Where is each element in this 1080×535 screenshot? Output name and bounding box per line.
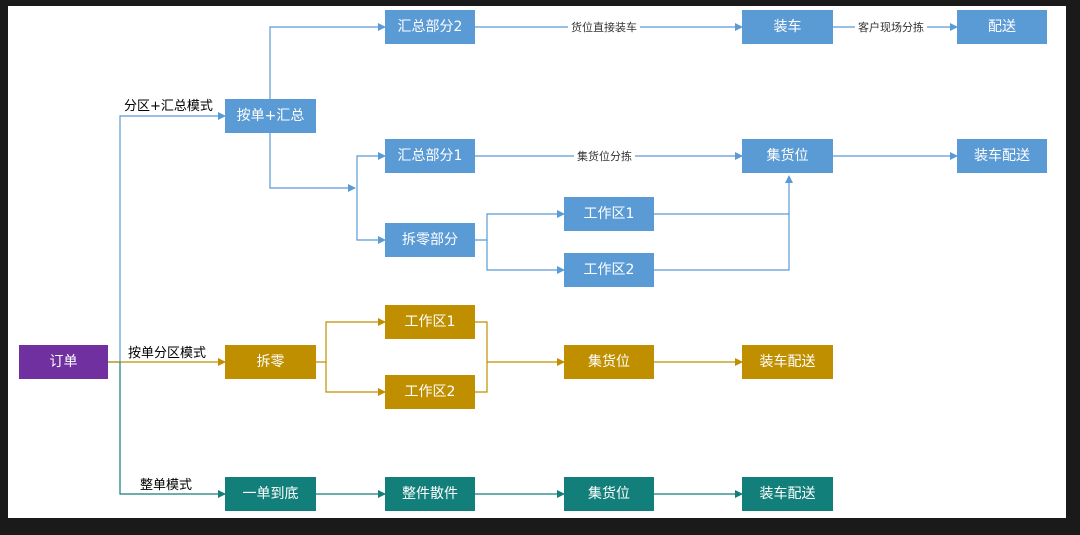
- pick-consolidate-node: 按单+汇总: [225, 99, 316, 133]
- workzone-1-node: 工作区1: [564, 197, 654, 231]
- whole-loose-node: 整件散件: [385, 477, 475, 511]
- load-deliver-node: 装车配送: [957, 139, 1047, 173]
- staging-node: 集货位: [564, 345, 654, 379]
- one-to-end-node: 一单到底: [225, 477, 316, 511]
- mode-label-zone-consolidate: 分区+汇总模式: [124, 99, 213, 114]
- flowchart-canvas: 分区+汇总模式 按单分区模式 整单模式 货位直接装车 客户现场分拣 集货位分拣 …: [8, 6, 1066, 518]
- workzone-2-node: 工作区2: [385, 375, 475, 409]
- workzone-1-node: 工作区1: [385, 305, 475, 339]
- staging-node: 集货位: [742, 139, 833, 173]
- edge-split-to-workzone-1: [316, 318, 386, 363]
- edge-branch-to-split-part: [356, 188, 386, 244]
- order-node: 订单: [19, 345, 108, 379]
- workzone-2-node: 工作区2: [564, 253, 654, 287]
- load-truck-node: 装车: [742, 10, 833, 44]
- connector-lines: [108, 23, 958, 498]
- edge-label-staging-sort: 集货位分拣: [574, 148, 635, 164]
- edge-workzone-1-merge: [475, 321, 488, 393]
- edge-split-part-to-workzone-1: [475, 210, 565, 241]
- edge-label-direct-load: 货位直接装车: [568, 19, 640, 35]
- consolidate-part-2-node: 汇总部分2: [385, 10, 475, 44]
- mode-label-whole-order: 整单模式: [140, 478, 193, 493]
- edge-label-customer-sort: 客户现场分拣: [855, 19, 927, 35]
- load-deliver-node: 装车配送: [742, 345, 833, 379]
- edge-split-to-workzone-2: [325, 362, 386, 396]
- edge-branch-to-consolidate-1: [356, 152, 386, 188]
- split-part-node: 拆零部分: [385, 223, 475, 257]
- deliver-node: 配送: [957, 10, 1047, 44]
- edge-workzone-1-to-staging: [654, 175, 793, 215]
- staging-node: 集货位: [564, 477, 654, 511]
- edge-order-to-pick-consolidate: [108, 112, 226, 363]
- edge-pick-consolidate-down: [269, 116, 356, 192]
- consolidate-part-1-node: 汇总部分1: [385, 139, 475, 173]
- edge-order-to-one-to-end: [119, 362, 226, 498]
- split-node: 拆零: [225, 345, 316, 379]
- edge-workzone-2-to-staging: [654, 214, 790, 271]
- edge-split-part-to-workzone-2: [486, 240, 565, 274]
- mode-label-pick-by-zone: 按单分区模式: [128, 346, 207, 361]
- load-deliver-node: 装车配送: [742, 477, 833, 511]
